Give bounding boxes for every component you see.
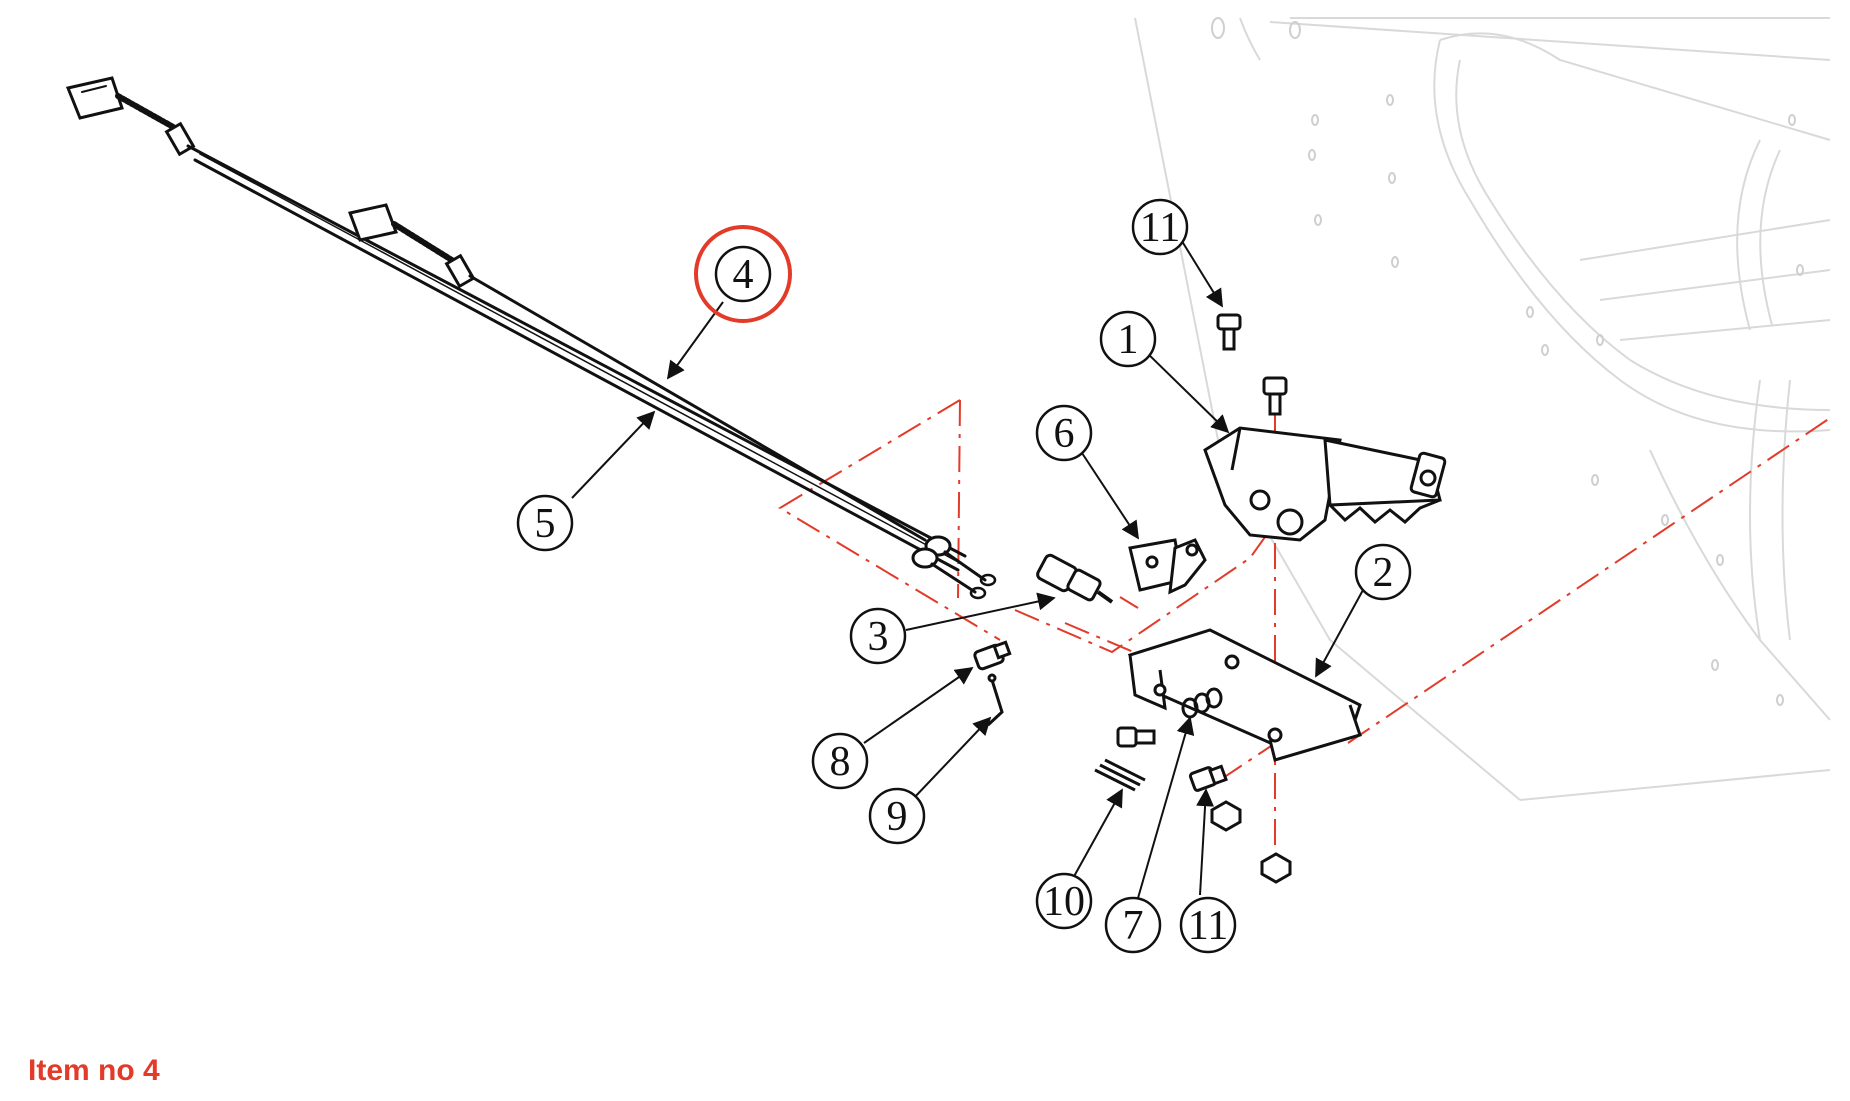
part-10-spring bbox=[1094, 758, 1146, 792]
item-caption: Item no 4 bbox=[28, 1054, 160, 1087]
callout-2: 2 bbox=[1354, 543, 1412, 601]
small-bolt bbox=[1116, 726, 1156, 748]
machine-frame-outline bbox=[1134, 17, 1831, 801]
callout-1: 1 bbox=[1099, 310, 1157, 368]
callout-9: 9 bbox=[868, 787, 926, 845]
part-11-bolt-top bbox=[1216, 313, 1242, 351]
callout-3: 3 bbox=[849, 607, 907, 665]
part-3-cable-connector bbox=[1036, 553, 1114, 604]
callout-3-label: 3 bbox=[868, 614, 889, 660]
callout-10: 10 bbox=[1035, 872, 1093, 930]
callout-11-bottom-label: 11 bbox=[1188, 903, 1228, 949]
callout-5: 5 bbox=[516, 494, 574, 552]
part-1-brake-lever bbox=[1203, 426, 1447, 542]
callout-7-label: 7 bbox=[1123, 903, 1144, 949]
callout-4-highlighted: 4 bbox=[694, 225, 792, 323]
part-9-cotter-pin bbox=[986, 673, 1004, 727]
control-cable-assembly bbox=[65, 76, 997, 600]
callout-4-label: 4 bbox=[733, 252, 754, 298]
highlight-ring bbox=[694, 225, 792, 323]
nut-small bbox=[1210, 800, 1242, 832]
long-bolt bbox=[1262, 376, 1288, 416]
callout-1-label: 1 bbox=[1118, 317, 1139, 363]
part-8-pin bbox=[973, 640, 1012, 671]
nut-bottom bbox=[1260, 852, 1292, 884]
callout-8: 8 bbox=[811, 732, 869, 790]
callout-9-label: 9 bbox=[887, 794, 908, 840]
callout-5-label: 5 bbox=[535, 501, 556, 547]
callout-8-label: 8 bbox=[830, 739, 851, 785]
callout-leader-lines bbox=[571, 237, 1364, 899]
part-2-mounting-bracket bbox=[1127, 628, 1362, 762]
callout-11-top-label: 11 bbox=[1140, 205, 1180, 251]
callout-11-bottom: 11 bbox=[1179, 896, 1237, 954]
callout-2-label: 2 bbox=[1373, 550, 1394, 596]
callout-7: 7 bbox=[1104, 896, 1162, 954]
part-11-bolt-bottom bbox=[1188, 764, 1228, 792]
callout-6: 6 bbox=[1035, 404, 1093, 462]
frame-mounting-holes bbox=[1211, 17, 1804, 706]
callout-11-top: 11 bbox=[1131, 198, 1189, 256]
part-6-small-bracket bbox=[1128, 538, 1207, 595]
callout-10-label: 10 bbox=[1043, 879, 1085, 925]
callout-6-label: 6 bbox=[1054, 411, 1075, 457]
